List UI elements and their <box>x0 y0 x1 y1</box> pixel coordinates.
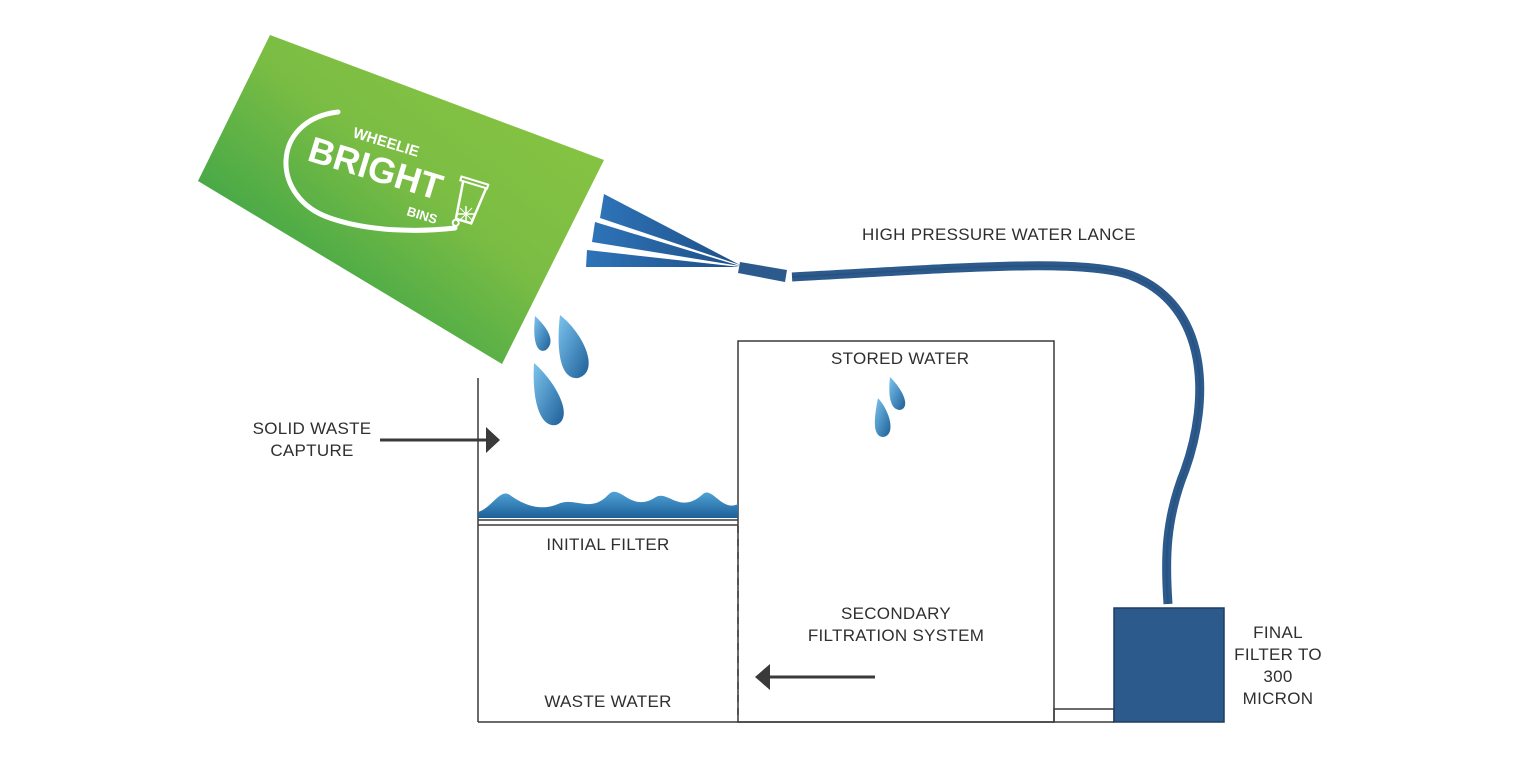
arrow-left-icon <box>755 664 875 690</box>
water-lance <box>738 261 1205 605</box>
waste-water-label: WASTE WATER <box>544 692 672 711</box>
sparkle-icon <box>458 206 474 222</box>
final-filter-label: FINAL FILTER TO 300 MICRON <box>1228 622 1328 710</box>
final-line4: MICRON <box>1242 689 1314 708</box>
water-drop-icon <box>889 377 906 410</box>
stored-water-label: STORED WATER <box>831 349 970 368</box>
water-drop-icon <box>874 398 891 437</box>
final-line1: FINAL <box>1253 623 1303 642</box>
wheelie-bin: WHEELIE BRIGHT BINS <box>198 35 604 364</box>
solid-waste-line1: SOLID WASTE <box>252 419 372 438</box>
arrow-right-icon <box>380 427 500 453</box>
lance-label: HIGH PRESSURE WATER LANCE <box>862 225 1136 244</box>
water-surface <box>478 491 738 518</box>
water-drop-icon <box>558 315 589 379</box>
water-drop-icon <box>534 316 551 351</box>
solid-waste-label: SOLID WASTE CAPTURE <box>232 418 392 462</box>
falling-drops <box>533 315 906 437</box>
water-drop-icon <box>533 363 564 426</box>
secondary-line1: SECONDARY <box>840 604 952 623</box>
secondary-filtration-label: SECONDARY FILTRATION SYSTEM <box>796 603 996 647</box>
wheelie-bin-icon <box>451 175 490 227</box>
solid-waste-line2: CAPTURE <box>270 441 354 460</box>
initial-filter-label: INITIAL FILTER <box>546 535 670 554</box>
final-line3: 300 <box>1263 667 1293 686</box>
final-line2: FILTER TO <box>1234 645 1322 664</box>
tank-outlines <box>477 340 1115 723</box>
final-filter-unit <box>1113 607 1225 723</box>
water-jets <box>586 194 740 267</box>
secondary-line2: FILTRATION SYSTEM <box>807 626 985 645</box>
